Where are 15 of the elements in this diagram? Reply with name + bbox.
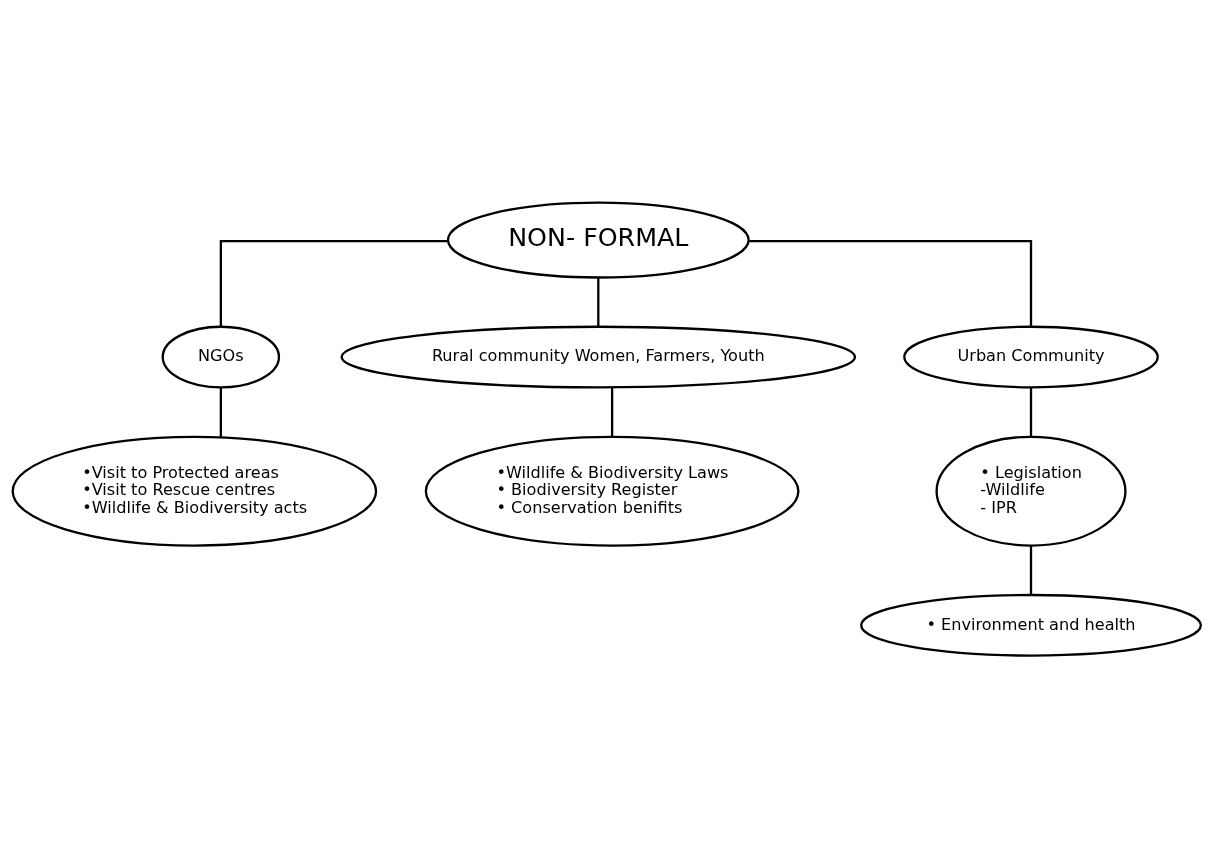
node-ellipse: NGOs	[161, 325, 281, 388]
node-ellipse: •Wildlife & Biodiversity Laws • Biodiversity Register • Conservation benifits	[424, 435, 800, 547]
node-ellipse: NON- FORMAL	[446, 200, 750, 279]
connector	[219, 387, 222, 437]
connector	[610, 386, 614, 436]
connector	[1029, 545, 1033, 595]
connector	[219, 239, 448, 327]
node-ellipse: • Legislation -Wildlife - IPR	[935, 435, 1127, 547]
connector	[597, 277, 600, 327]
connector	[749, 239, 1033, 327]
node-ellipse: Rural community Women, Farmers, Youth	[340, 325, 857, 388]
connector	[1029, 387, 1033, 437]
node-ellipse: Urban Community	[903, 325, 1159, 388]
node-ellipse: • Environment and health	[860, 593, 1202, 657]
node-ellipse: •Visit to Protected areas •Visit to Rescue centres •Wildlife & Biodiversity acts	[11, 435, 378, 547]
